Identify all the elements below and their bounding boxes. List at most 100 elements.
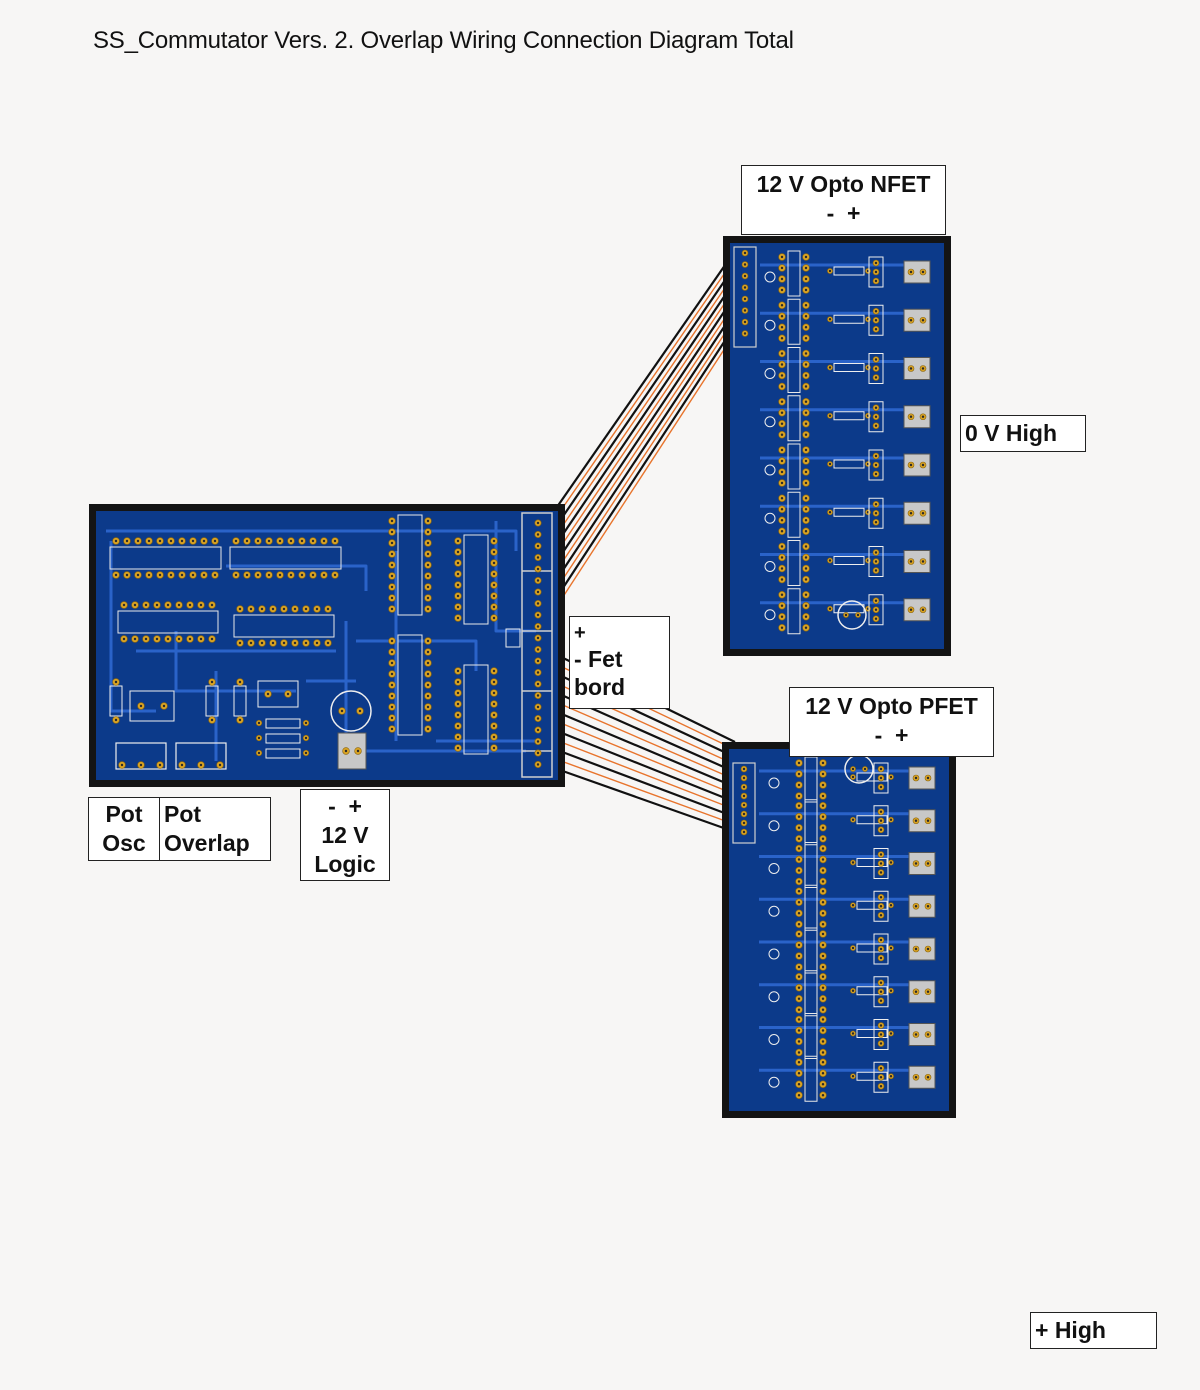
wire <box>556 310 731 571</box>
ic-outline <box>787 491 801 538</box>
ic-outline <box>787 298 801 345</box>
wire <box>556 325 731 589</box>
transistor <box>873 848 889 879</box>
ic-outline <box>787 250 801 297</box>
pot-osc-label: Pot Osc <box>88 797 160 861</box>
resistor <box>856 815 888 825</box>
wire <box>556 317 731 580</box>
wire <box>556 758 736 826</box>
led <box>768 948 780 960</box>
logic-board <box>89 504 565 787</box>
transistor <box>868 546 884 577</box>
ic-outline <box>787 347 801 393</box>
pfet-board-label-title: 12 V Opto PFET <box>805 693 978 719</box>
ic-outline <box>804 756 818 803</box>
ic-outline <box>233 614 335 638</box>
logic-polarity: - + <box>328 793 362 819</box>
output-terminal <box>903 598 931 622</box>
led <box>768 863 780 874</box>
potentiometer <box>115 742 167 770</box>
resistor <box>833 266 865 276</box>
output-terminal <box>903 308 931 332</box>
resistor <box>233 685 247 717</box>
ic-outline <box>804 970 818 1017</box>
resistor <box>856 900 888 910</box>
transistor <box>873 933 889 965</box>
regulator <box>844 754 874 784</box>
led <box>764 368 776 379</box>
wire <box>556 257 731 508</box>
nfet-board-polarity: - + <box>826 200 861 226</box>
trace <box>109 541 156 713</box>
fet-board-label: + - Fet bord <box>569 616 670 709</box>
transistor <box>868 497 884 529</box>
ic-outline <box>397 634 423 736</box>
regulator <box>330 690 372 732</box>
wire <box>556 272 731 526</box>
ic-outline <box>787 588 801 635</box>
wire <box>556 767 736 834</box>
output-terminal <box>903 501 931 525</box>
logic-voltage: 12 V <box>321 822 369 848</box>
transistor <box>873 890 889 922</box>
resistor <box>265 733 301 744</box>
led <box>764 561 776 572</box>
ic-outline <box>109 546 222 570</box>
resistor <box>109 685 123 717</box>
output-terminal <box>903 357 931 380</box>
nfet-board-circuit <box>733 246 931 635</box>
pot-osc-line1: Pot <box>105 801 143 827</box>
wire <box>556 748 736 819</box>
resistor <box>833 411 865 421</box>
output-terminal <box>903 453 931 477</box>
pfet-board-circuit <box>732 754 936 1102</box>
wires-to-nfet-board <box>556 257 731 607</box>
trace <box>106 529 518 551</box>
pfet-board <box>722 742 956 1118</box>
header-strip <box>732 762 756 844</box>
pot-overlap-line2: Overlap <box>164 830 250 856</box>
ic-outline <box>804 1013 818 1059</box>
nfet-board-label: 12 V Opto NFET - + <box>741 165 946 235</box>
resistor <box>833 314 865 324</box>
resistor <box>205 685 219 717</box>
transistor <box>868 401 884 433</box>
ic-outline <box>804 884 818 931</box>
ic-outline <box>787 443 801 490</box>
led <box>768 1076 780 1088</box>
led <box>764 512 776 524</box>
transistor <box>873 1019 889 1050</box>
ic-outline <box>117 610 219 634</box>
transistor <box>868 256 884 288</box>
resistor <box>833 459 865 469</box>
output-terminal <box>908 894 936 918</box>
transistor <box>868 449 884 481</box>
pot-overlap-line1: Pot <box>164 801 202 827</box>
resistor <box>265 718 301 729</box>
led <box>764 271 776 283</box>
diagram-title: SS_Commutator Vers. 2. Overlap Wiring Co… <box>93 27 794 54</box>
wire <box>556 295 731 553</box>
ic-outline <box>804 799 818 846</box>
logic-name: Logic <box>314 851 376 877</box>
plus-high-label: + High <box>1030 1312 1157 1349</box>
resistor <box>833 363 865 372</box>
ic-outline <box>804 927 818 974</box>
wire <box>556 287 731 544</box>
led <box>768 1034 780 1045</box>
resistor <box>265 748 301 759</box>
wire <box>556 280 731 535</box>
resistor <box>856 1029 888 1038</box>
output-terminal <box>908 1023 936 1046</box>
fet-board-bord: bord <box>574 674 626 700</box>
capacitor <box>257 680 299 708</box>
wire <box>556 302 731 562</box>
header-strip <box>521 512 553 778</box>
output-terminal <box>908 766 936 790</box>
output-terminal <box>908 937 936 961</box>
resistor <box>856 1071 888 1081</box>
nfet-board-label-title: 12 V Opto NFET <box>756 171 931 197</box>
wire <box>556 720 736 796</box>
pot-overlap-label: Pot Overlap <box>159 797 271 861</box>
